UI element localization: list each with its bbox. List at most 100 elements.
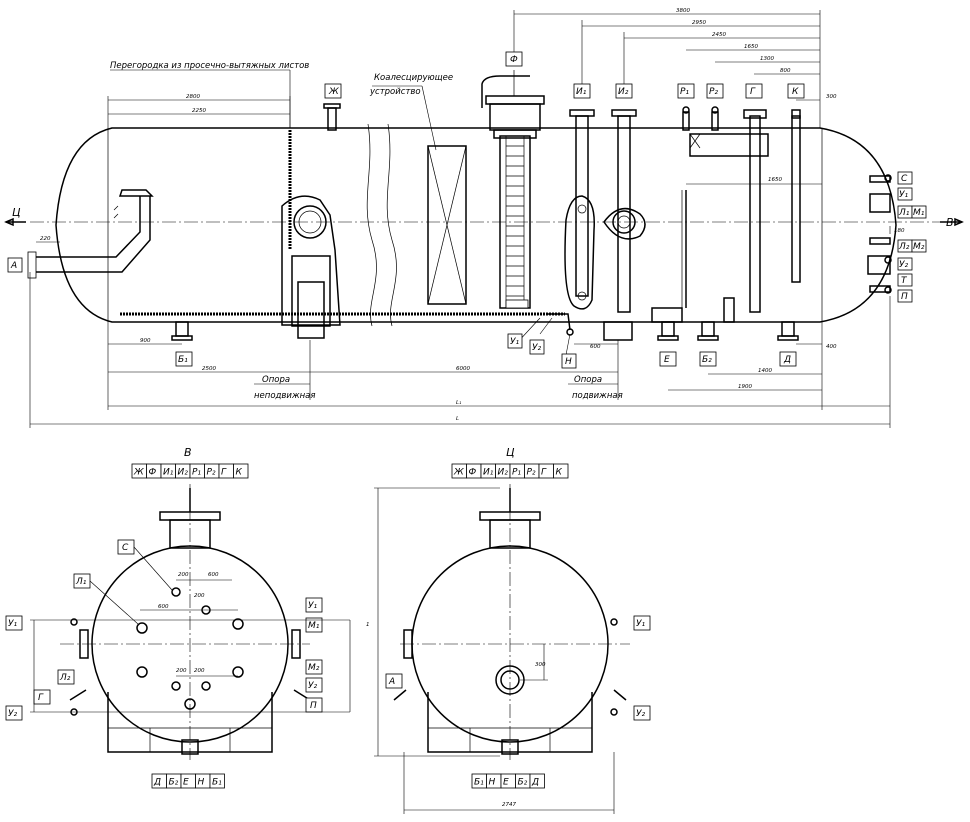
tag-l2: Л₂ bbox=[898, 242, 910, 252]
coalescer-note-line2: устройство bbox=[369, 87, 421, 97]
dim-1400: 1400 bbox=[758, 368, 772, 374]
b-tag-s: С bbox=[122, 543, 129, 553]
b-dim-600a: 600 bbox=[208, 572, 219, 578]
inlet-pipe-a bbox=[34, 196, 151, 273]
nozzle-tags-main bbox=[7, 51, 927, 369]
b-tag-m1: М₁ bbox=[308, 621, 320, 631]
dim-180: 180 bbox=[894, 228, 905, 234]
tag-zh: Ж bbox=[328, 87, 339, 97]
fixed-support-note-line1: Опора bbox=[262, 375, 290, 385]
c-tag-u2: У₂ bbox=[636, 709, 645, 719]
view-b-header-tag-box bbox=[233, 463, 249, 479]
tag-b2: Б₂ bbox=[702, 355, 712, 365]
nozzle-r2 bbox=[711, 106, 719, 131]
tag-m1: М₁ bbox=[913, 208, 925, 218]
overflow-trough bbox=[689, 133, 769, 157]
nozzle-k bbox=[791, 109, 801, 119]
tag-n: Н bbox=[565, 357, 572, 367]
view-b-footer-tag-label: Д bbox=[153, 778, 161, 788]
tag-p: П bbox=[901, 292, 908, 302]
c-dim-300: 300 bbox=[535, 662, 546, 668]
view-c-header-tag-label: Ф bbox=[469, 468, 477, 478]
b-tag-u1-right: У₁ bbox=[308, 601, 317, 611]
dim-1300: 1300 bbox=[760, 56, 774, 62]
dim-2500: 2500 bbox=[202, 366, 216, 372]
b-tag-m2: М₂ bbox=[308, 663, 320, 673]
mobile-support bbox=[603, 321, 633, 341]
nozzle-zh bbox=[323, 103, 341, 131]
view-c-header-tag-label: Р₂ bbox=[527, 468, 536, 478]
dim-220: 220 bbox=[40, 236, 51, 242]
dim-900: 900 bbox=[140, 338, 151, 344]
tag-r2: Р₂ bbox=[709, 87, 718, 97]
pipe-i1 bbox=[575, 115, 589, 297]
vessel-shell bbox=[55, 127, 897, 323]
dim-l: L bbox=[456, 416, 459, 422]
view-c-header-tag-label: Ж bbox=[453, 468, 464, 478]
tag-f: Ф bbox=[510, 55, 518, 65]
view-b-header-tag-label: И₂ bbox=[178, 468, 189, 478]
tag-u1: У₁ bbox=[899, 190, 908, 200]
dim-2250: 2250 bbox=[192, 108, 206, 114]
view-c-header-tag-label: Р₁ bbox=[512, 468, 521, 478]
b-tag-l2: Л₂ bbox=[59, 673, 71, 683]
b-dim-200b: 200 bbox=[194, 593, 205, 599]
pipe-i2 bbox=[617, 115, 631, 313]
dim-2950: 2950 bbox=[692, 20, 706, 26]
b-tag-g: Г bbox=[38, 693, 44, 703]
view-arrow-c-label: Ц bbox=[12, 206, 21, 219]
dim-800: 800 bbox=[780, 68, 791, 74]
view-b-header-tag-label: Ж bbox=[133, 468, 144, 478]
dim-1650: 1650 bbox=[744, 44, 758, 50]
right-head-nozzles bbox=[867, 174, 892, 294]
view-b-footer-tag-label: Н bbox=[198, 778, 205, 788]
tag-t: Т bbox=[901, 276, 908, 286]
view-c-footer-tag-label: Н bbox=[489, 778, 496, 788]
coalescer-block bbox=[427, 145, 467, 305]
b-dim-600b: 600 bbox=[158, 604, 169, 610]
nozzle-b2 bbox=[697, 321, 719, 341]
view-b-header-tag-label: И₁ bbox=[163, 468, 174, 478]
dim-400: 400 bbox=[826, 344, 837, 350]
mobile-support-note-line1: Опора bbox=[574, 375, 602, 385]
side-view bbox=[27, 70, 940, 341]
ladder-rungs bbox=[506, 145, 524, 297]
b-tag-l1: Л₁ bbox=[75, 577, 87, 587]
dim-1650-inner: 1650 bbox=[768, 177, 782, 183]
b-tag-u2-right: У₂ bbox=[308, 681, 317, 691]
dim-l1: L₁ bbox=[456, 400, 461, 406]
dim-600: 600 bbox=[590, 344, 601, 350]
dim-6000: 6000 bbox=[456, 366, 470, 372]
view-b-title: В bbox=[184, 446, 192, 459]
view-c-header-tag-label: И₁ bbox=[483, 468, 494, 478]
view-c-footer-tag-label: Е bbox=[503, 778, 509, 788]
tag-d: Д bbox=[783, 355, 791, 365]
dim-2450: 2450 bbox=[712, 32, 726, 38]
dim-300: 300 bbox=[826, 94, 837, 100]
coalescer-note-line1: Коалесцирующее bbox=[374, 73, 453, 83]
view-c-header-tag-box bbox=[553, 463, 569, 479]
tag-b1: Б₁ bbox=[178, 355, 188, 365]
tag-u1-inner: У₁ bbox=[510, 337, 519, 347]
tag-i1: И₁ bbox=[576, 87, 587, 97]
tag-g: Г bbox=[750, 87, 756, 97]
tag-m2: М₂ bbox=[913, 242, 925, 252]
c-dim-1: 1 bbox=[366, 622, 370, 628]
view-arrows bbox=[4, 217, 964, 227]
view-c-header-tag-label: К bbox=[556, 468, 563, 478]
view-c-footer-tag-box bbox=[529, 773, 545, 789]
tag-s: С bbox=[901, 174, 908, 184]
b-dim-200c: 200 bbox=[176, 668, 187, 674]
tag-u2: У₂ bbox=[899, 260, 908, 270]
dim-2800: 2800 bbox=[186, 94, 200, 100]
partition-note: Перегородка из просечно-вытяжных листов bbox=[110, 61, 309, 71]
tag-a: А bbox=[10, 261, 17, 271]
view-c-header-tag-label: И₂ bbox=[498, 468, 509, 478]
nozzle-r1 bbox=[682, 106, 690, 131]
b-dim-200a: 200 bbox=[178, 572, 189, 578]
